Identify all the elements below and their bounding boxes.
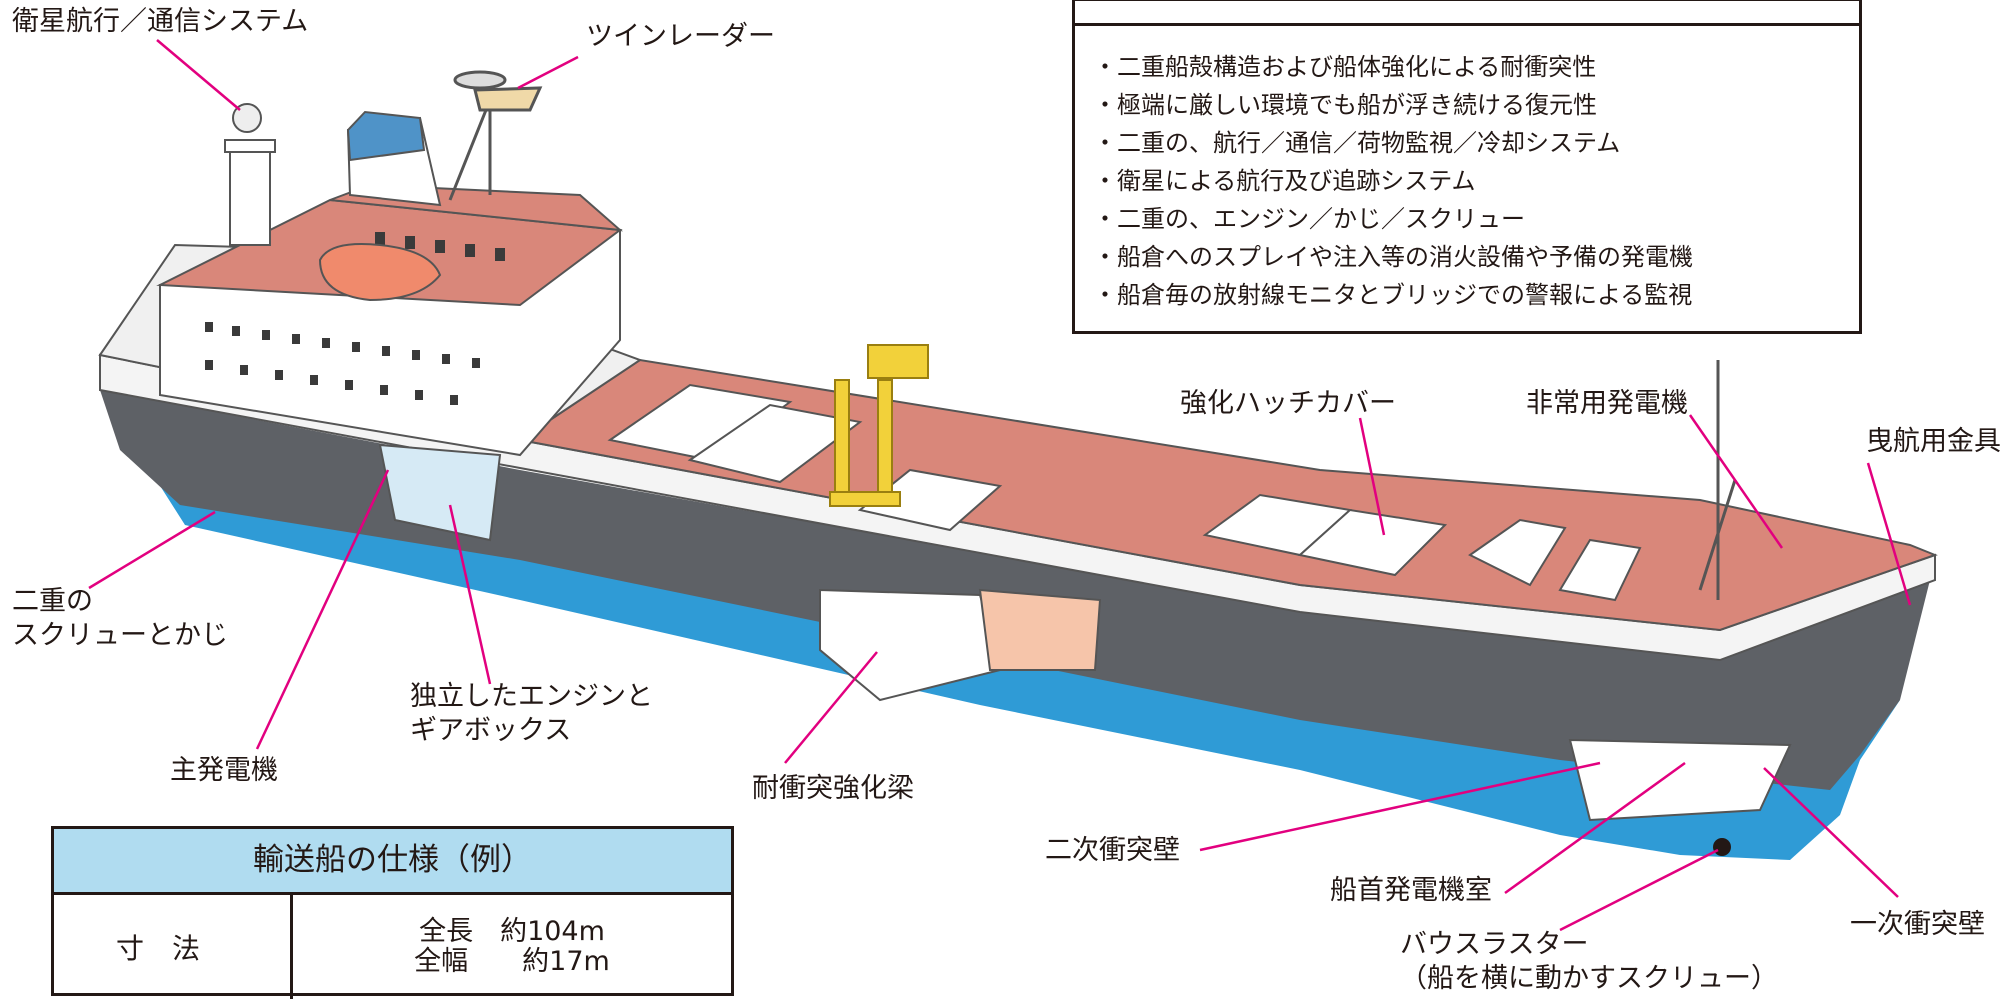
label-emergency-generator: 非常用発電機 xyxy=(1526,388,1688,419)
windows xyxy=(205,232,505,405)
label-hatch-cover: 強化ハッチカバー xyxy=(1180,388,1396,419)
feature-item: ・船倉毎の放射線モニタとブリッジでの警報による監視 xyxy=(1093,281,1693,309)
label-bow-generator-room: 船首発電機室 xyxy=(1330,875,1492,906)
label-towing-fitting: 曳航用金具 xyxy=(1866,426,2001,457)
spec-row-label: 寸法 xyxy=(54,895,293,999)
feature-item: ・二重の、エンジン／かじ／スクリュー xyxy=(1093,205,1525,233)
spec-row-values: 全長 約104m 全幅 約17m xyxy=(293,895,731,999)
satellite-mast xyxy=(224,103,276,246)
label-twin-radar: ツインレーダー xyxy=(586,21,775,52)
funnel-top xyxy=(346,110,426,162)
spec-row-dimensions: 寸法 全長 約104m 全幅 約17m xyxy=(54,895,731,999)
feature-item: ・衛星による航行及び追跡システム xyxy=(1093,167,1476,195)
features-box: ・二重船殻構造および船体強化による耐衝突性 ・極端に厳しい環境でも船が浮き続ける… xyxy=(1072,0,1862,334)
bow-thruster-icon xyxy=(1713,838,1731,856)
hull-side xyxy=(100,390,1930,790)
label-satellite-navigation: 衛星航行／通信システム xyxy=(12,6,309,37)
bow-mast xyxy=(1698,360,1737,600)
label-bow-thruster: バウスラスター （船を横に動かすスクリュー） xyxy=(1400,929,1778,994)
lifeboat xyxy=(318,243,442,302)
spec-table-title: 輸送船の仕様（例） xyxy=(54,829,731,895)
cutaway-sections xyxy=(378,443,1792,822)
feature-item: ・極端に厳しい環境でも船が浮き続ける復元性 xyxy=(1093,91,1597,119)
features-heading xyxy=(1075,1,1859,26)
label-primary-bulkhead: 一次衝突壁 xyxy=(1850,909,1985,940)
label-collision-beam: 耐衝突強化梁 xyxy=(752,773,914,804)
label-engine-gearbox: 独立したエンジンと ギアボックス xyxy=(410,681,653,746)
radar-mast xyxy=(448,70,543,201)
hatch-covers xyxy=(607,383,1642,602)
label-main-generator: 主発電機 xyxy=(170,755,278,786)
spec-table: 輸送船の仕様（例） 寸法 全長 約104m 全幅 約17m xyxy=(51,826,734,999)
feature-item: ・二重の、航行／通信／荷物監視／冷却システム xyxy=(1093,129,1621,157)
label-secondary-bulkhead: 二次衝突壁 xyxy=(1045,835,1180,866)
gantry-crane xyxy=(829,344,929,507)
feature-item: ・船倉へのスプレイや注入等の消火設備や予備の発電機 xyxy=(1093,243,1693,271)
features-list: ・二重船殻構造および船体強化による耐衝突性 ・極端に厳しい環境でも船が浮き続ける… xyxy=(1075,26,1859,314)
leader-lines xyxy=(88,39,1912,932)
feature-item: ・二重船殻構造および船体強化による耐衝突性 xyxy=(1093,53,1597,81)
spec-length-value: 全長 約104m xyxy=(419,916,605,947)
label-double-screw-rudder: 二重の スクリューとかじ xyxy=(12,586,228,651)
spec-width-value: 全幅 約17m xyxy=(414,946,610,977)
